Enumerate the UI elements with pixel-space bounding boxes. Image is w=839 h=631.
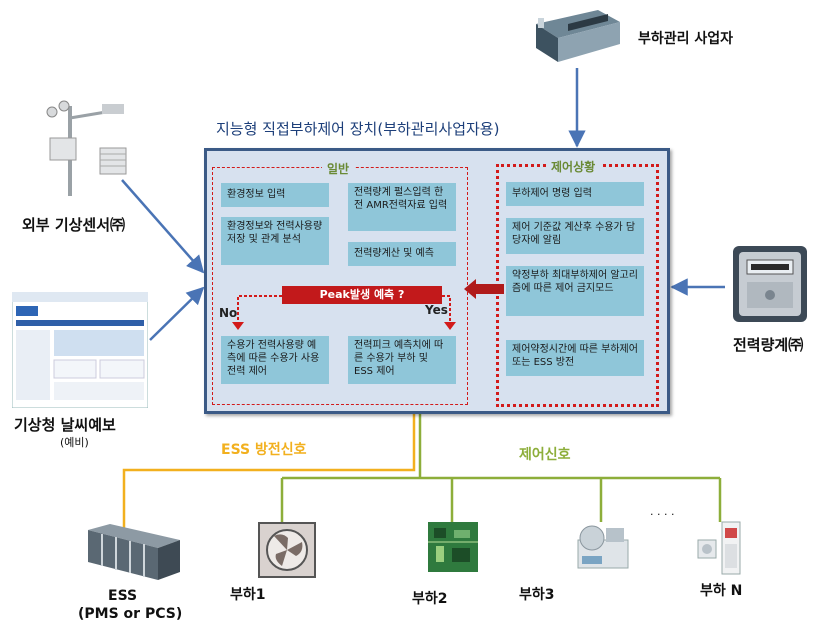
forecast-note: (예비) (60, 436, 89, 449)
peak-decision: Peak발생 예측 ? (282, 286, 442, 304)
general-section-title: 일반 (322, 160, 355, 177)
ess-signal-line (122, 414, 416, 530)
ess-label: ESS (108, 588, 138, 604)
ess-signal-label: ESS 방전신호 (221, 442, 307, 458)
arrow-forecast (149, 286, 205, 341)
loadN-label: 부하 N (700, 583, 743, 599)
weather-sensor-icon (46, 100, 127, 196)
box-env-store: 환경정보와 전력사용량 저장 및 관계 분석 (221, 217, 329, 265)
ess-sub-label: (PMS or PCS) (78, 606, 183, 622)
device-title: 지능형 직접부하제어 장치(부하관리사업자용) (216, 120, 500, 138)
arrow-sensor (121, 179, 205, 274)
box-yes-action: 전력피크 예측치에 따른 수용가 부하 및 ESS 제어 (348, 336, 456, 384)
fan-icon (258, 522, 316, 578)
box-control-algo: 약정부하 최대부하제어 알고리즘에 따른 제어 금지모드 (506, 266, 644, 316)
operator-label: 부하관리 사업자 (638, 31, 734, 47)
yes-label: Yes (425, 303, 448, 317)
weather-sensor-label: 외부 기상센서㈜ (22, 216, 126, 234)
box-no-action: 수용가 전력사용량 예측에 따른 수용가 사용전력 제어 (221, 336, 329, 384)
power-meter-icon (733, 246, 807, 322)
box-pulse-input: 전력량계 펄스입력 한전 AMR전력자료 입력 (348, 183, 456, 231)
circuit-board-icon (428, 522, 478, 572)
control-signal-label: 제어신호 (519, 447, 571, 463)
box-control-discharge: 제어약정시간에 따른 부하제어 또는 ESS 방전 (506, 340, 644, 376)
ess-rack-icon (88, 524, 180, 580)
operator-server-icon (536, 10, 620, 62)
load1-label: 부하1 (230, 587, 266, 603)
forecast-label: 기상청 날씨예보 (14, 416, 116, 434)
control-to-general-arrow (464, 279, 504, 299)
meter-label: 전력량계㈜ (733, 336, 804, 354)
box-env-input: 환경정보 입력 (221, 183, 329, 207)
air-conditioner-icon (697, 521, 741, 575)
decision-arrows (232, 295, 456, 330)
box-control-cmd: 부하제어 명령 입력 (506, 182, 644, 206)
box-control-calc: 제어 기준값 계산후 수용가 담당자에 알림 (506, 218, 644, 254)
load3-label: 부하3 (519, 587, 555, 603)
no-label: No (219, 306, 238, 320)
weather-forecast-screenshot-icon (12, 292, 148, 408)
box-calc-predict: 전력량계산 및 예측 (348, 242, 456, 266)
control-section-title: 제어상황 (546, 158, 601, 175)
chiller-machine-icon (577, 525, 629, 569)
more-loads-dots: . . . . (650, 505, 675, 518)
load2-label: 부하2 (412, 591, 448, 607)
